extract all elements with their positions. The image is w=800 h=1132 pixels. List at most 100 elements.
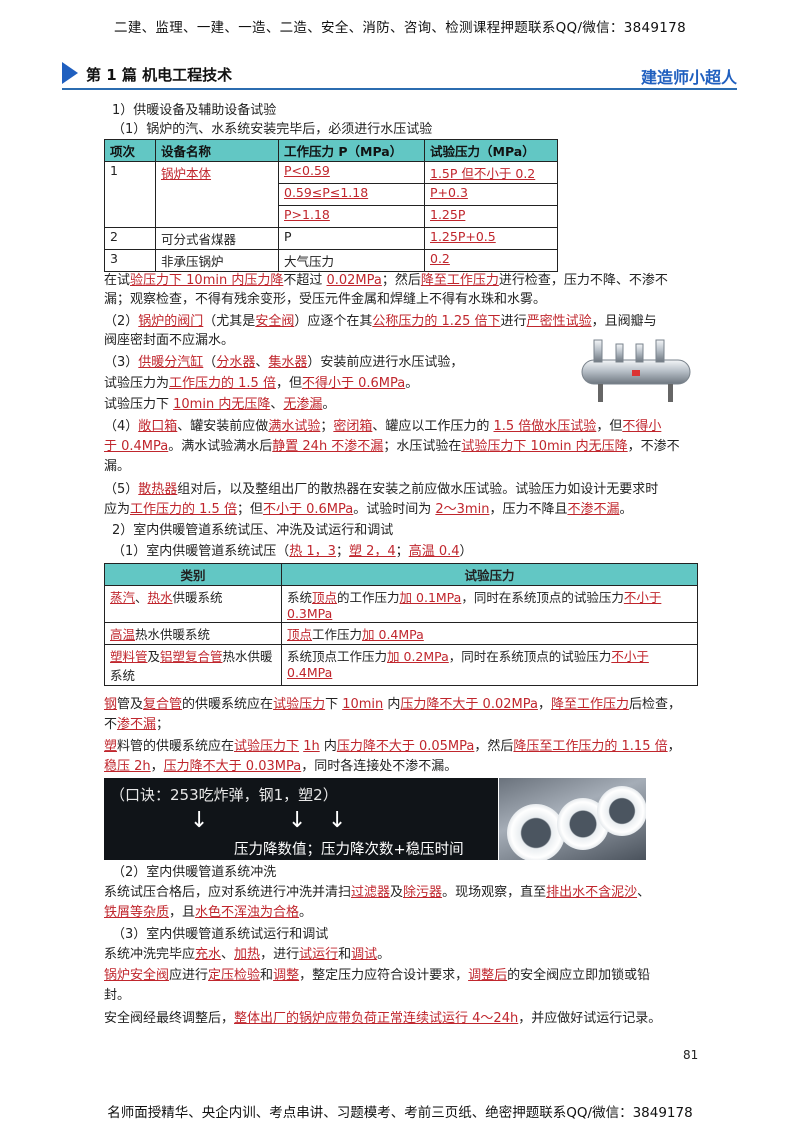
text-run: 。 (405, 376, 419, 391)
highlight-run: 满水试验 (268, 419, 321, 434)
text-run: 内 (319, 739, 337, 754)
table-row: 1 锅炉本体 P<0.59 1.5P 但不小于 0.2 (104, 161, 558, 228)
plastic-pipe-image (499, 778, 646, 860)
highlight-run: 高温 (110, 627, 136, 642)
page-number: 81 (683, 1048, 699, 1062)
text-run: 不 (104, 717, 118, 732)
highlight-run: 静置 24h 不渗不漏 (272, 439, 384, 454)
down-arrow-icon: ↓ (288, 808, 307, 833)
highlight-run: 调整 (273, 968, 300, 983)
text-run: 和 (260, 968, 274, 983)
text-run: ，进行 (260, 947, 300, 962)
section-2-subtitle-1: （1）室内供暖管道系统试压（热 1，3；塑 2，4；高温 0.4） (112, 543, 708, 561)
highlight-run: 铁屑等杂质 (104, 905, 170, 920)
text-run: （1）室内供暖管道系统试压（ (112, 544, 290, 559)
text-run: 热水供暖系统 (110, 649, 273, 683)
highlight-run: 锅炉安全阀 (104, 968, 170, 983)
highlight-run: 除污器 (403, 885, 443, 900)
highlight-run: 热水 (147, 590, 173, 605)
text-run: 、 (270, 397, 284, 412)
highlight-run: 不得小于 0.6MPa (301, 376, 406, 391)
para-1-cont: 漏；观察检查，不得有残余变形，受压元件金属和焊缝上不得有水珠和水雾。 (104, 292, 547, 307)
highlight-run: 分水器 (216, 355, 256, 370)
highlight-run: 降压至工作压力的 1.15 倍 (513, 739, 668, 754)
text-run: ，压力不降且 (489, 502, 568, 517)
text-run: 。 (299, 905, 313, 920)
highlight-run: 密闭箱 (333, 419, 373, 434)
highlight-run: 验压力下 10min 内压力降 (130, 273, 284, 288)
highlight-run: 充水 (195, 947, 222, 962)
highlight-run: 不小于 0.4MPa (287, 649, 649, 680)
para-3-line-3: 试验压力下 10min 内无压降、无渗漏。 (104, 396, 564, 414)
text-run: 后检查， (628, 697, 681, 712)
text-run: ，且 (169, 905, 196, 920)
text-run: 工作压力 (312, 627, 363, 642)
highlight-run: 过滤器 (351, 885, 391, 900)
text-run: ；然后 (381, 273, 421, 288)
text-run: 管及 (117, 697, 144, 712)
highlight-run: 锅炉的阀门 (138, 314, 204, 329)
mnemonic-text: （口诀：253吃炸弹，钢1，塑2） (110, 786, 338, 804)
para-9: 系统冲洗完毕应充水、加热，进行试运行和调试。 (104, 946, 700, 964)
table-row: 2 可分式省煤器 P 1.25P+0.5 (104, 227, 558, 250)
highlight-run: 定压检验 (208, 968, 261, 983)
highlight-run: 工作压力的 1.5 倍 (130, 502, 237, 517)
highlight-run: 钢 (104, 697, 118, 712)
para-7: 塑料管的供暖系统应在试验压力下 1h 内压力降不大于 0.05MPa，然后降压至… (104, 738, 700, 756)
highlight-run: 热 1，3 (289, 544, 336, 559)
para-3-line-2: 试验压力为工作压力的 1.5 倍，但不得小于 0.6MPa。 (104, 375, 564, 393)
highlight-run: 1h (303, 739, 320, 754)
brand-name: 建造师小超人 (640, 68, 737, 87)
highlight-run: 塑 2，4 (348, 544, 396, 559)
text-run: ；但 (236, 502, 263, 517)
text-run: 安全阀经最终调整后， (104, 1011, 235, 1026)
text-run: （2） (104, 314, 139, 329)
text-run: ； (335, 544, 349, 559)
highlight-run: 严密性试验 (526, 314, 592, 329)
para-8: 系统试压合格后，应对系统进行冲洗并清扫过滤器及除污器。现场观察，直至排出水不含泥… (104, 884, 700, 902)
text-run: ，然后 (474, 739, 514, 754)
text-run: 、 (255, 355, 269, 370)
chapter-title: 第 1 篇 机电工程技术 (86, 66, 233, 84)
text-run: ， (537, 697, 551, 712)
table-cell: P>1.18 (284, 207, 330, 222)
text-run: 应为 (104, 502, 131, 517)
highlight-run: 不小于 0.6MPa (262, 502, 354, 517)
text-run: ，整定压力应符合设计要求， (299, 968, 469, 983)
para-4: （4）敞口箱、罐安装前应做满水试验；密闭箱、罐应以工作压力的 1.5 倍做水压试… (104, 418, 700, 436)
table-header-cell: 试验压力 (281, 563, 698, 586)
text-run: 在试 (104, 273, 131, 288)
highlight-run: 无渗漏 (283, 397, 323, 412)
text-run: 及 (390, 885, 404, 900)
text-run: ，不渗不 (627, 439, 680, 454)
text-run: 不超过 (283, 273, 327, 288)
highlight-run: 压力降不大于 0.02MPa (400, 697, 538, 712)
table-header-cell: 设备名称 (155, 139, 279, 162)
highlight-run: 排出水不含泥沙 (546, 885, 638, 900)
mnemonic-result: 压力降数值；压力降次数+稳压时间 (234, 842, 464, 858)
text-run: ，但 (596, 419, 623, 434)
text-run: 系统 (287, 590, 313, 605)
table-cell: 顶点工作压力加 0.4MPa (281, 622, 698, 645)
table-cell: 系统顶点的工作压力加 0.1MPa，同时在系统顶点的试验压力不小于 0.3MPa (281, 585, 698, 623)
highlight-run: 不小于 0.3MPa (287, 590, 662, 621)
text-run: （5） (104, 482, 139, 497)
highlight-run: 工作压力的 1.5 倍 (169, 376, 276, 391)
highlight-run: 公称压力的 1.25 倍下 (372, 314, 501, 329)
text-run: ； (156, 717, 170, 732)
highlight-run: 降至工作压力 (420, 273, 499, 288)
top-banner: 二建、监理、一建、一造、二造、安全、消防、咨询、检测课程押题联系QQ/微信：38… (114, 20, 686, 36)
footer-banner: 名师面授精华、央企内训、考点串讲、习题模考、考前三页纸、绝密押题联系QQ/微信：… (107, 1105, 693, 1121)
highlight-run: 10min 内无压降 (173, 397, 271, 412)
para-10: 锅炉安全阀应进行定压检验和调整，整定压力应符合设计要求，调整后的安全阀应立即加锁… (104, 967, 700, 985)
highlight-run: 安全阀 (255, 314, 295, 329)
table-cell: 0.59≤P≤1.18 (284, 185, 369, 200)
text-run: 。 (322, 397, 336, 412)
section-2-subtitle-3: （3）室内供暖管道系统试运行和调试 (112, 927, 329, 942)
section-1-title: 1）供暖设备及辅助设备试验 (112, 103, 277, 118)
table-cell: 大气压力 (278, 249, 425, 272)
para-7-line-2: 稳压 2h，压力降不大于 0.03MPa，同时各连接处不渗不漏。 (104, 758, 700, 776)
highlight-run: 试验压力下 (234, 739, 300, 754)
highlight-run: 1.5 倍做水压试验 (493, 419, 597, 434)
text-run: 、 (221, 947, 235, 962)
